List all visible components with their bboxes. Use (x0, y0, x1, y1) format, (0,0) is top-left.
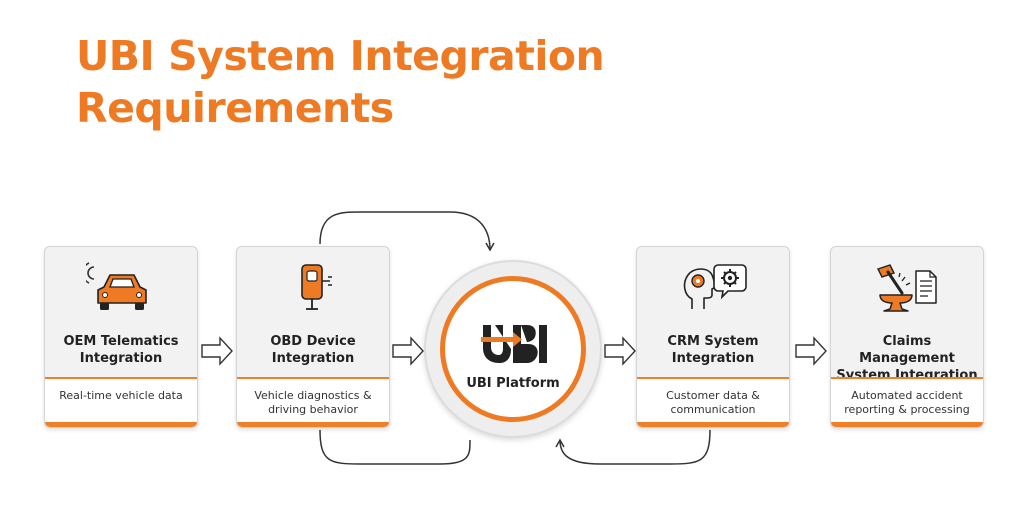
hollow-arrow-3 (604, 336, 636, 366)
loop-arrow-top (319, 211, 495, 252)
ubi-platform-circle: UBI Platform (440, 276, 586, 422)
page-title-line-2: Requirements (76, 84, 394, 132)
card-title: CRM System Integration (667, 334, 759, 366)
card-obd-device: OBD Device Integration Vehicle diagnosti… (236, 246, 390, 428)
loop-line-bottom-left (319, 429, 471, 465)
card-description: Customer data & communication (666, 389, 760, 416)
loop-arrow-bottom-right (555, 429, 711, 465)
card-title: OBD Device Integration (270, 334, 356, 366)
card-title: OEM Telematics Integration (63, 334, 179, 366)
card-claims-management: Claims Management System Integration Aut… (830, 246, 984, 428)
obd-device-icon (301, 264, 332, 310)
head-gear-chat-icon (683, 264, 747, 309)
page-title-line-1: UBI System Integration (76, 32, 605, 80)
card-oem-telematics: OEM Telematics Integration Real-time veh… (44, 246, 198, 428)
card-description-band: Customer data & communication (637, 377, 789, 427)
card-description: Vehicle diagnostics & driving behavior (254, 389, 372, 416)
card-description: Automated accident reporting & processin… (844, 389, 970, 416)
hollow-arrow-2 (392, 336, 424, 366)
ubi-logo-icon (481, 325, 547, 363)
hub-label: UBI Platform (466, 376, 560, 391)
card-description-band: Real-time vehicle data (45, 377, 197, 427)
card-description-band: Vehicle diagnostics & driving behavior (237, 377, 389, 427)
hollow-arrow-4 (795, 336, 827, 366)
card-description-band: Automated accident reporting & processin… (831, 377, 983, 427)
ubi-platform-hub: UBI Platform (424, 260, 602, 438)
hammer-anvil-document-icon (877, 264, 937, 312)
connected-car-icon (86, 262, 147, 310)
card-description: Real-time vehicle data (59, 389, 183, 402)
hollow-arrow-1 (201, 336, 233, 366)
card-crm-system: CRM System Integration Customer data & c… (636, 246, 790, 428)
page-title: UBI System Integration Requirements (76, 30, 605, 134)
